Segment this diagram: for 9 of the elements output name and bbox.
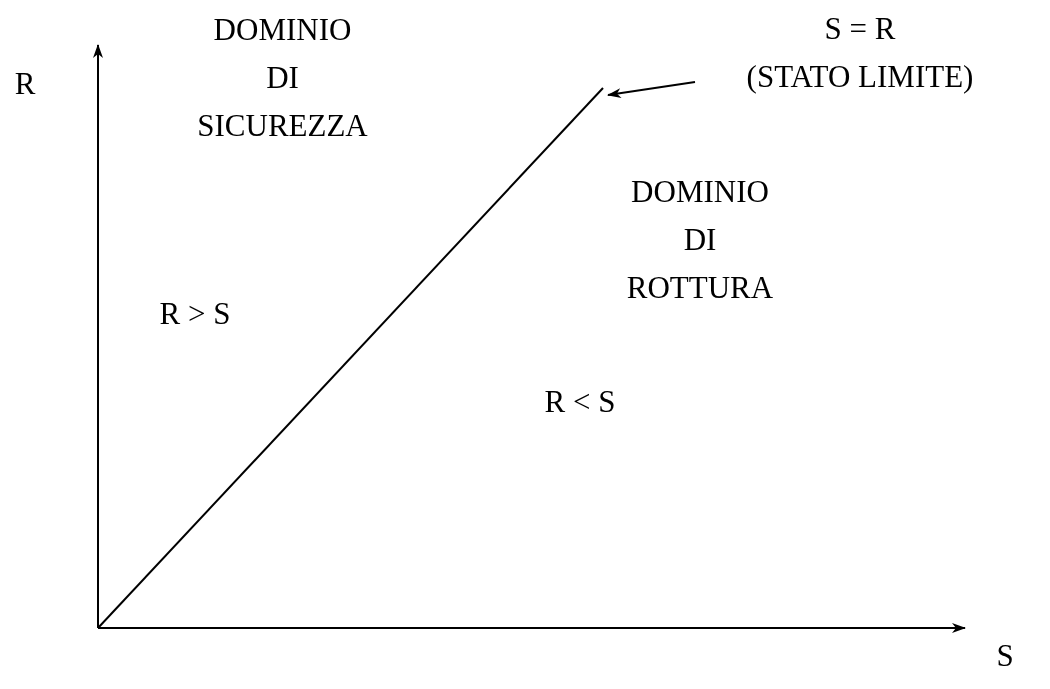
leader-line: [607, 81, 696, 98]
region-label: DOMINIO DI SICUREZZA: [196, 11, 369, 145]
region-label: DOMINIO DI ROTTURA: [625, 173, 775, 307]
condition-label: R > S: [158, 295, 232, 333]
limit-state-label: (STATO LIMITE): [745, 58, 975, 96]
axis-label: R: [13, 65, 37, 103]
limit-state-label: S = R: [823, 10, 897, 48]
condition-label: R < S: [543, 383, 617, 421]
axis-label: S: [995, 637, 1015, 675]
